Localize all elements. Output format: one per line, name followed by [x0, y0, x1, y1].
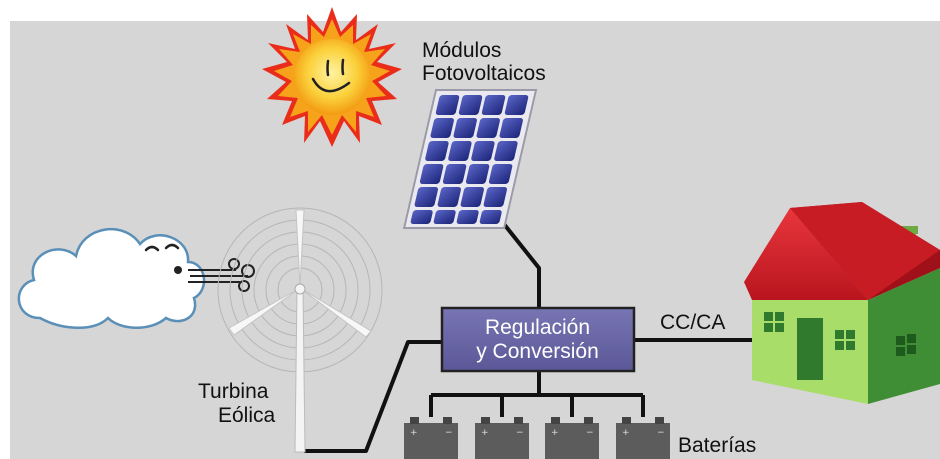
- solar-panels-label-line2: Fotovoltaicos: [422, 62, 546, 85]
- solar-panels-label-line1: Módulos: [422, 39, 502, 62]
- wire-turbine-to-regulator: [304, 340, 442, 453]
- svg-text:−: −: [445, 428, 453, 438]
- battery-icon: + −: [545, 417, 599, 459]
- ccca-label: CC/CA: [660, 311, 726, 334]
- battery-bank: + − + − + − + −: [404, 417, 670, 459]
- svg-text:+: +: [551, 428, 559, 438]
- svg-text:+: +: [481, 428, 489, 438]
- regulation-box: [440, 306, 636, 373]
- sun-icon: [262, 7, 402, 147]
- turbine-label-line1: Turbina: [198, 380, 269, 403]
- svg-text:+: +: [622, 428, 630, 438]
- batteries-label: Baterías: [678, 434, 757, 457]
- battery-icon: + −: [404, 417, 458, 459]
- regulation-label-line1: Regulación: [484, 316, 591, 339]
- svg-text:+: +: [410, 428, 418, 438]
- house-icon: [744, 202, 940, 404]
- turbine-label-line2: Eólica: [218, 404, 276, 427]
- battery-icon: + −: [616, 417, 670, 459]
- regulation-box-label: Regulación y Conversión: [440, 316, 635, 364]
- svg-text:−: −: [657, 428, 665, 438]
- svg-text:−: −: [516, 428, 524, 438]
- regulation-label-line2: y Conversión: [476, 340, 599, 363]
- wind-turbine-icon: [217, 207, 383, 453]
- battery-icon: + −: [475, 417, 529, 459]
- svg-text:−: −: [586, 428, 594, 438]
- solar-panel-icon: [402, 89, 538, 229]
